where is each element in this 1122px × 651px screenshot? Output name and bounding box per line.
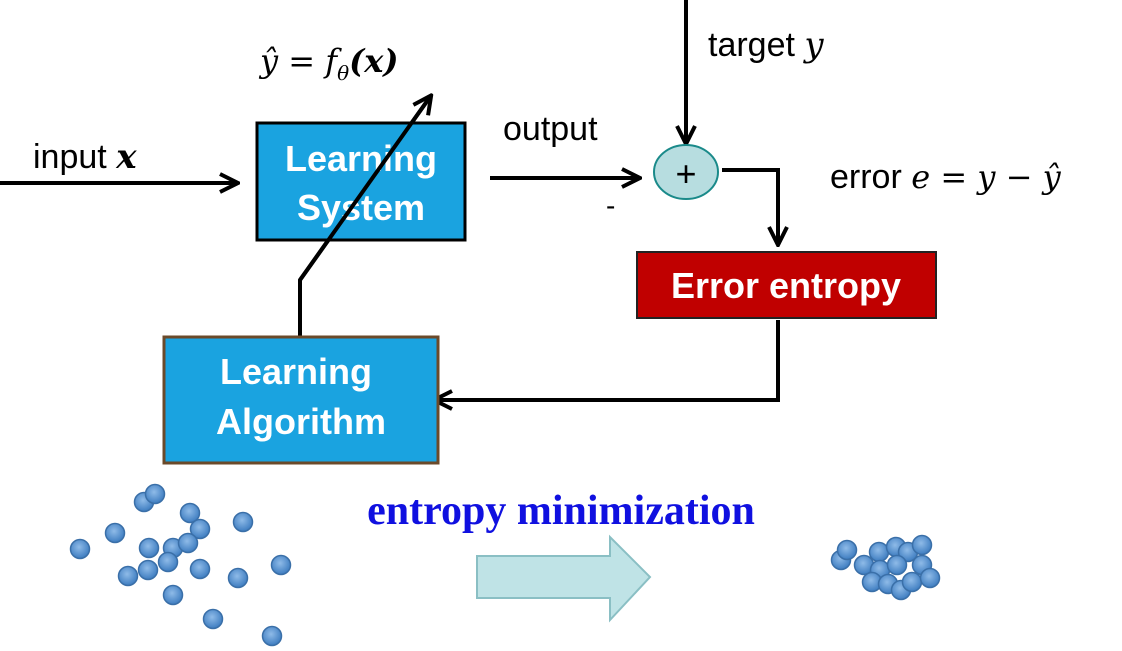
dot bbox=[911, 534, 933, 556]
dot bbox=[117, 565, 139, 587]
dot bbox=[104, 522, 126, 544]
input-label: input x bbox=[33, 137, 137, 177]
dot bbox=[919, 567, 941, 589]
target-label: target y bbox=[708, 25, 824, 65]
dot bbox=[261, 625, 283, 647]
transition-arrow bbox=[476, 534, 652, 623]
plus-sign: + bbox=[675, 153, 696, 194]
dot bbox=[189, 518, 211, 540]
dot bbox=[189, 558, 211, 580]
learning-algorithm-label-2: Algorithm bbox=[216, 401, 386, 442]
dot bbox=[836, 539, 858, 561]
dot bbox=[138, 537, 160, 559]
dot bbox=[901, 571, 923, 593]
error-entropy-box: Error entropy bbox=[636, 251, 937, 319]
dot bbox=[886, 554, 908, 576]
error-label: error e = y − ŷ bbox=[830, 158, 1062, 196]
model-equation: ŷ = fθ(x) bbox=[258, 42, 398, 85]
dot bbox=[144, 483, 166, 505]
error-arrow bbox=[722, 168, 778, 243]
dot bbox=[69, 538, 91, 560]
dot bbox=[177, 532, 199, 554]
error-entropy-label: Error entropy bbox=[671, 265, 901, 306]
scattered-dots bbox=[69, 483, 292, 647]
summing-junction: + bbox=[653, 144, 719, 200]
minus-sign: - bbox=[606, 190, 615, 221]
dot bbox=[162, 584, 184, 606]
dot bbox=[227, 567, 249, 589]
learning-algorithm-box: Learning Algorithm bbox=[162, 335, 440, 465]
dot bbox=[232, 511, 254, 533]
dot bbox=[270, 554, 292, 576]
dot bbox=[202, 608, 224, 630]
learning-algorithm-label-1: Learning bbox=[220, 351, 372, 392]
dot bbox=[179, 502, 201, 524]
learning-system-box: Learning System bbox=[255, 121, 467, 242]
feedback-arrow bbox=[436, 320, 780, 400]
output-label: output bbox=[503, 110, 598, 148]
clustered-dots bbox=[830, 534, 941, 601]
dot bbox=[157, 551, 179, 573]
dot bbox=[137, 559, 159, 581]
learning-system-label-1: Learning bbox=[285, 138, 437, 179]
dot bbox=[868, 541, 890, 563]
caption: entropy minimization bbox=[367, 488, 755, 534]
